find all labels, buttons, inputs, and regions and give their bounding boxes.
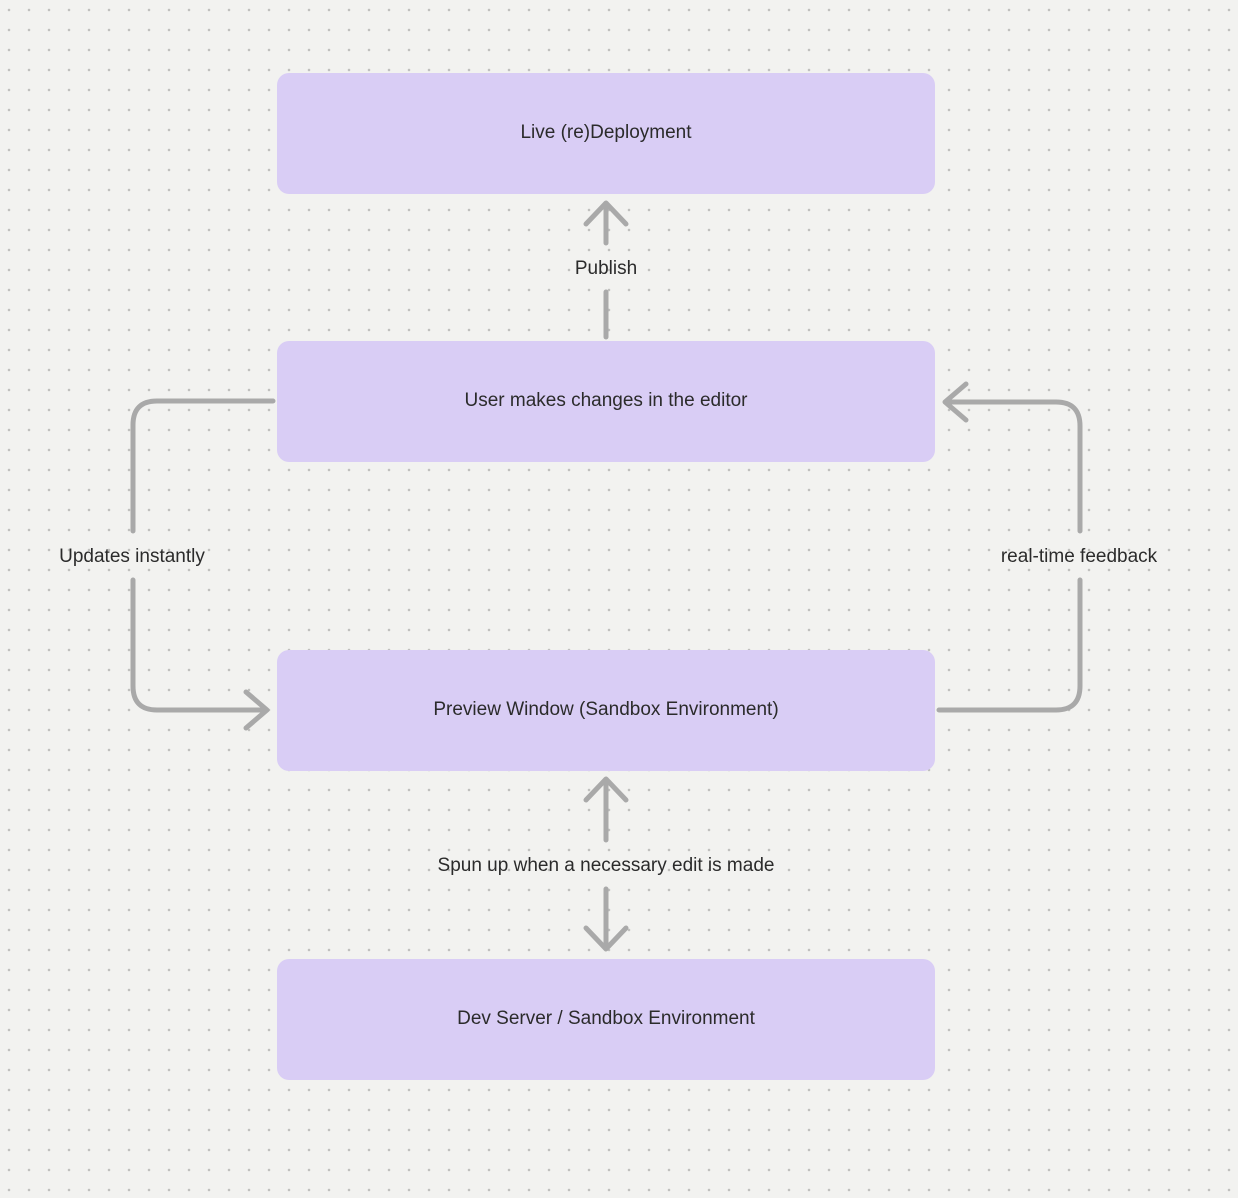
node-preview-window: Preview Window (Sandbox Environment) (277, 650, 935, 771)
node-user-changes-label: User makes changes in the editor (464, 390, 748, 412)
node-dev-server-label: Dev Server / Sandbox Environment (457, 1008, 755, 1030)
edge-label-spun-up: Spun up when a necessary edit is made (437, 855, 775, 876)
node-preview-window-label: Preview Window (Sandbox Environment) (433, 699, 779, 721)
node-dev-server: Dev Server / Sandbox Environment (277, 959, 935, 1080)
edge-label-updates-instantly: Updates instantly (59, 546, 205, 567)
node-live-redeployment-label: Live (re)Deployment (520, 122, 692, 144)
edge-label-publish: Publish (574, 258, 638, 279)
node-live-redeployment: Live (re)Deployment (277, 73, 935, 194)
edge-label-real-time-feedback: real-time feedback (1000, 546, 1158, 567)
node-user-changes: User makes changes in the editor (277, 341, 935, 462)
